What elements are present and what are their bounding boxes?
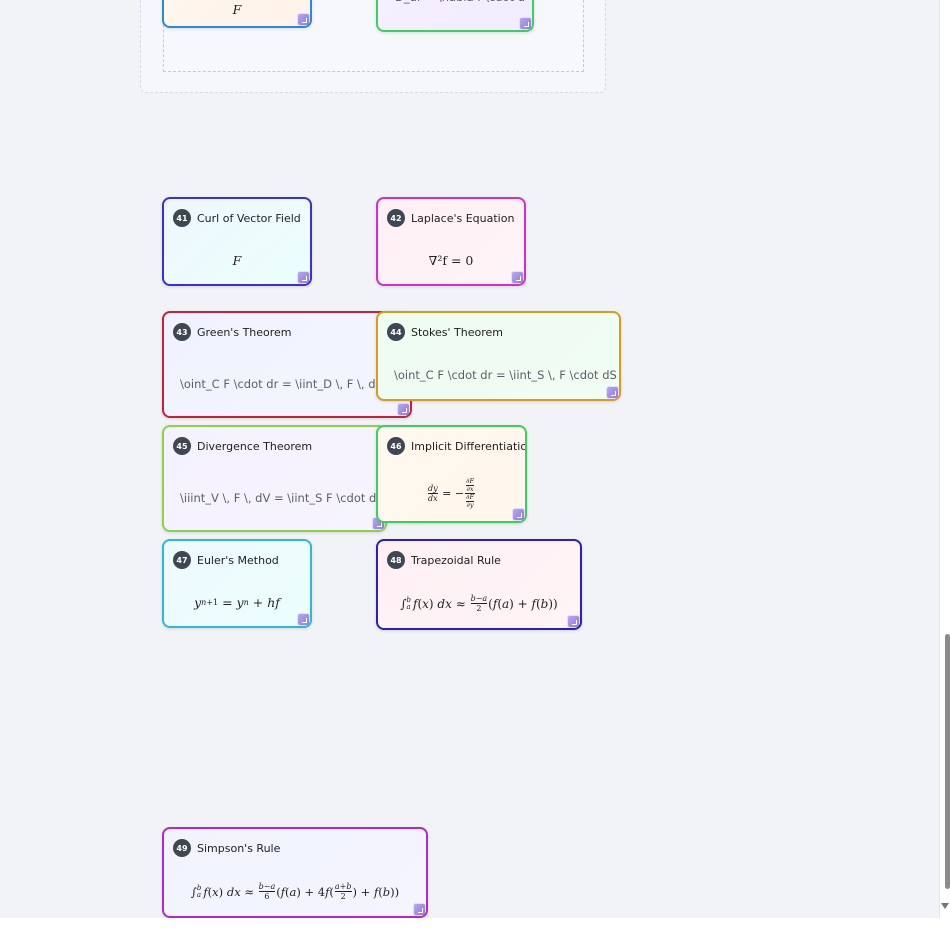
card-number-badge: 48 [387, 551, 405, 569]
canvas[interactable]: F D_uf = \nabla f \cdot u 41 Curl of Vec… [0, 0, 940, 918]
resize-handle[interactable] [398, 404, 409, 415]
vertical-scrollbar[interactable] [939, 0, 950, 918]
card-number-badge: 43 [173, 323, 191, 341]
bottom-strip [0, 918, 950, 934]
resize-handle[interactable] [568, 616, 579, 627]
card-title: Divergence Theorem [197, 439, 313, 453]
resize-handle[interactable] [298, 14, 309, 25]
card-number-badge: 46 [387, 437, 405, 455]
card-formula: \oint_C F \cdot dr = \iint_S \, F \cdot … [394, 368, 617, 382]
card-partial-left[interactable]: F [162, 0, 312, 28]
card-number-badge: 45 [173, 437, 191, 455]
formula-card-41[interactable]: 41 Curl of Vector Field F [162, 197, 312, 286]
card-number-badge: 41 [173, 209, 191, 227]
resize-handle[interactable] [298, 614, 309, 625]
partial-right-text: D_uf = \nabla f \cdot u [378, 0, 532, 30]
resize-handle[interactable] [607, 387, 618, 398]
card-title: Simpson's Rule [197, 841, 281, 855]
card-formula: \iiint_V \, F \, dV = \iint_S F \cdot dS [180, 490, 384, 505]
card-number-badge: 49 [173, 839, 191, 857]
resize-handle[interactable] [520, 18, 531, 29]
card-title: Curl of Vector Field [197, 211, 301, 225]
card-title: Laplace's Equation [411, 211, 515, 225]
formula-card-42[interactable]: 42 Laplace's Equation ∇²f = 0 [376, 197, 526, 286]
card-title: Green's Theorem [197, 325, 292, 339]
formula-card-43[interactable]: 43 Green's Theorem \oint_C F \cdot dr = … [162, 311, 412, 418]
resize-handle[interactable] [373, 518, 384, 529]
card-formula: ∇²f = 0 [428, 253, 474, 268]
card-number-badge: 47 [173, 551, 191, 569]
resize-handle[interactable] [298, 272, 309, 283]
card-formula: F [232, 253, 242, 268]
card-title: Trapezoidal Rule [411, 553, 501, 567]
card-formula: \oint_C F \cdot dr = \iint_D \, F \, dx … [180, 376, 390, 391]
card-number-badge: 44 [387, 323, 405, 341]
card-title: Implicit Differentiation [411, 439, 527, 453]
scrollbar-thumb[interactable] [945, 634, 950, 889]
resize-handle[interactable] [414, 904, 425, 915]
card-title: Euler's Method [197, 553, 279, 567]
resize-handle[interactable] [513, 509, 524, 520]
resize-handle[interactable] [512, 272, 523, 283]
partial-left-math: F [232, 1, 242, 17]
card-title: Stokes' Theorem [411, 325, 503, 339]
card-number-badge: 42 [387, 209, 405, 227]
formula-card-44[interactable]: 44 Stokes' Theorem \oint_C F \cdot dr = … [376, 311, 621, 401]
scroll-down-arrow-icon[interactable] [941, 903, 949, 909]
card-partial-right[interactable]: D_uf = \nabla f \cdot u [376, 0, 534, 32]
formula-card-45[interactable]: 45 Divergence Theorem \iiint_V \, F \, d… [162, 425, 387, 532]
